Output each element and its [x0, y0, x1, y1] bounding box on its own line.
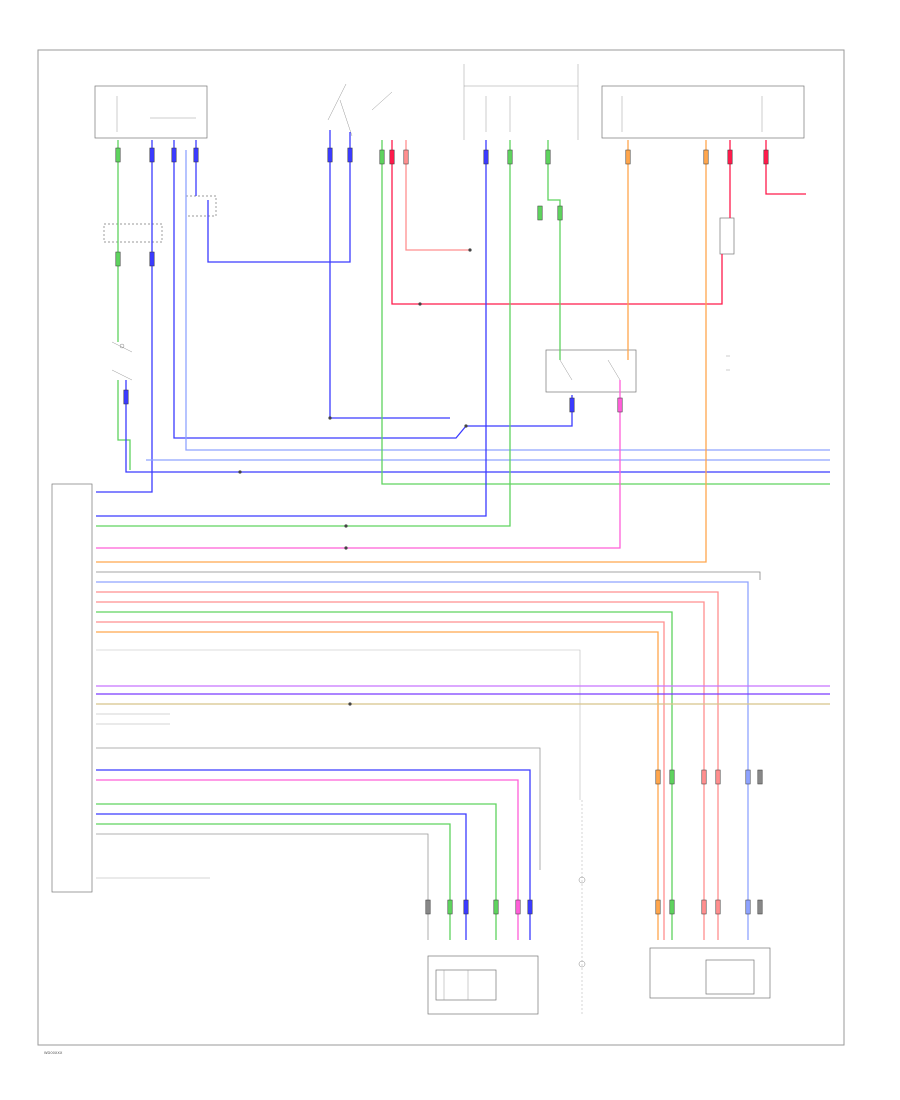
right-junction-connector — [719, 217, 735, 255]
inline-connector — [425, 899, 431, 915]
splice-dot — [238, 470, 242, 474]
inline-connector — [537, 205, 543, 221]
splice-dot — [344, 546, 348, 550]
left-junction-connector — [103, 195, 217, 243]
inline-connector — [715, 899, 721, 915]
inline-connector — [715, 769, 721, 785]
splice-dot — [468, 248, 472, 252]
stop-light-switch — [327, 83, 393, 137]
splice-dot — [348, 702, 352, 706]
wire-gray-572 — [96, 571, 761, 580]
wire-red-602 — [96, 601, 705, 940]
brake-switch-sensors — [578, 800, 586, 1014]
wire-gray-834 — [96, 833, 429, 940]
inline-connector — [545, 149, 551, 165]
wire-blue-582 — [96, 581, 749, 940]
inline-connector — [669, 899, 675, 915]
wire-green-510 — [96, 140, 511, 527]
engine-control-module — [51, 483, 93, 893]
inline-connector — [379, 149, 385, 165]
inline-connector — [463, 899, 469, 915]
wire-red-592 — [96, 591, 719, 940]
wire-orange-632 — [96, 631, 659, 940]
inline-connector — [701, 769, 707, 785]
wire-blue-left-a — [96, 140, 153, 493]
wire-red-622 — [96, 621, 665, 940]
inline-connector — [115, 251, 121, 267]
left-relay-switch — [111, 341, 133, 381]
wire-pink-center — [96, 380, 621, 549]
wire-green-824 — [96, 823, 451, 940]
inline-connector — [669, 769, 675, 785]
inline-connector — [703, 149, 709, 165]
wire-blue-330 — [329, 130, 450, 419]
inline-connector — [701, 899, 707, 915]
inline-connector — [149, 147, 155, 163]
inline-connector — [655, 769, 661, 785]
inline-connector — [745, 769, 751, 785]
wire-gray-748 — [96, 747, 541, 870]
center-relay-module — [545, 349, 637, 393]
inline-connector — [757, 899, 763, 915]
inline-connector — [149, 251, 155, 267]
inline-connector — [347, 147, 353, 163]
splice-dot — [418, 302, 422, 306]
wire-red-main — [391, 140, 723, 305]
wire-blue-814 — [96, 813, 467, 940]
inline-connector — [655, 899, 661, 915]
wire-blue-486 — [96, 140, 487, 517]
wire-connectors — [115, 147, 769, 915]
diagram-frame — [37, 49, 845, 1046]
top-right-fuse-box — [601, 85, 805, 139]
wire-gray-650 — [96, 649, 581, 800]
wire-orange-long — [96, 140, 707, 563]
wire-red-top-right — [765, 140, 806, 195]
inline-connector — [757, 769, 763, 785]
inline-connector — [193, 147, 199, 163]
inline-connector — [515, 899, 521, 915]
wire-blue-770 — [96, 769, 531, 940]
splice-points — [238, 248, 472, 706]
wire-green-left-lower — [117, 380, 131, 470]
inline-connector — [527, 899, 533, 915]
throttle-body-assembly — [427, 955, 539, 1015]
wire-green-612 — [96, 611, 673, 940]
inline-connector — [123, 389, 129, 405]
inline-connector — [763, 149, 769, 165]
inline-connector — [625, 149, 631, 165]
splice-dot — [328, 416, 332, 420]
legend-marks — [726, 355, 730, 371]
wire-blue-left-c — [173, 140, 573, 439]
wire-green-548 — [547, 140, 561, 360]
inline-connector — [617, 397, 623, 413]
inline-connector — [327, 147, 333, 163]
diagram-id: WD00XXX — [44, 1051, 63, 1055]
splice-dot — [344, 524, 348, 528]
inline-connector — [483, 149, 489, 165]
inline-connector — [727, 149, 733, 165]
wire-light-red-412 — [405, 140, 470, 251]
inline-connector — [389, 149, 395, 165]
inline-connector — [507, 149, 513, 165]
inline-connector — [403, 149, 409, 165]
wire-green-center — [381, 140, 830, 485]
wire-blue-left-b — [125, 380, 830, 473]
wire-blue-208 — [207, 132, 351, 263]
wire-blue-to-bus — [185, 150, 830, 451]
wire-pink-780 — [96, 779, 519, 940]
top-left-fuse-box — [94, 85, 208, 139]
inline-connector — [493, 899, 499, 915]
inline-connector — [557, 205, 563, 221]
splice-dot — [464, 424, 468, 428]
inline-connector — [569, 397, 575, 413]
wire-green-804 — [96, 803, 497, 940]
inline-connector — [745, 899, 751, 915]
top-center-power-box — [463, 64, 579, 140]
inline-connector — [171, 147, 177, 163]
inline-connector — [115, 147, 121, 163]
combination-meter — [649, 947, 771, 999]
inline-connector — [447, 899, 453, 915]
